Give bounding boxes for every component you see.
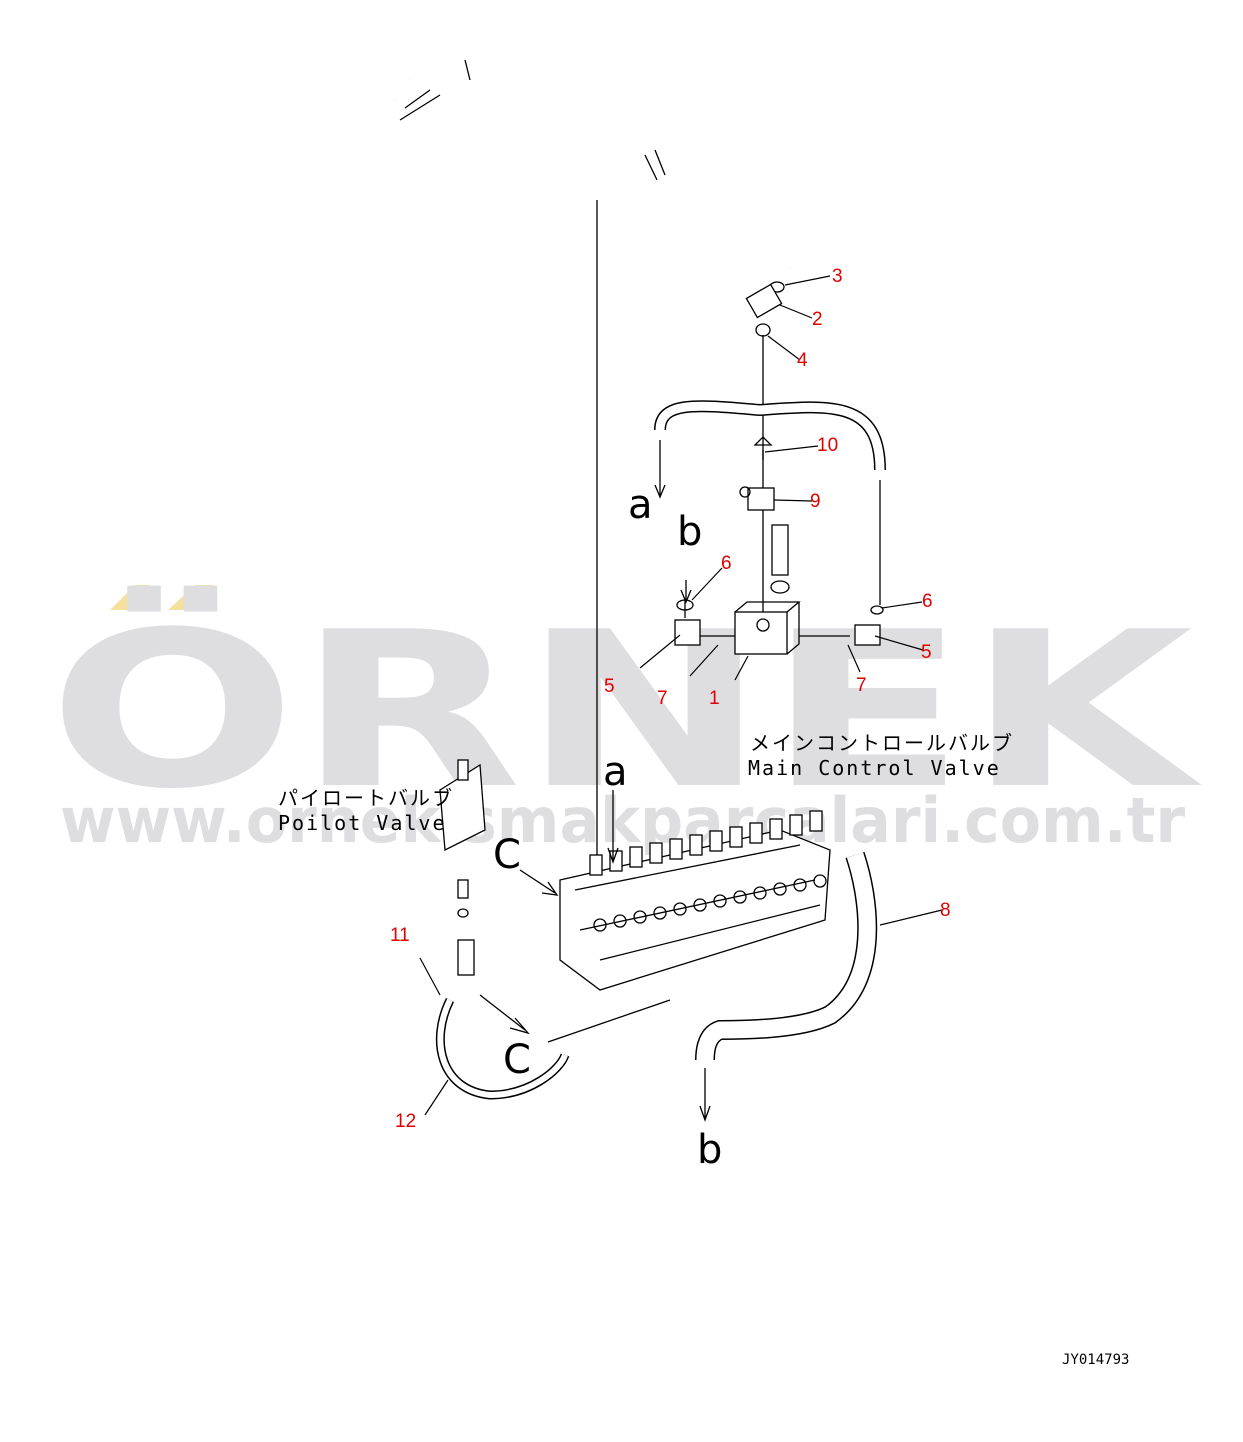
part-callout[interactable]: 2	[812, 309, 823, 330]
watermark: ÖRNEK www.ornekismakparcalari.com.tr	[48, 585, 1203, 857]
valve-port-fitting	[749, 822, 763, 844]
valve-port	[693, 898, 707, 912]
valve-port	[773, 882, 787, 896]
valve-port	[793, 878, 807, 892]
part-callout[interactable]: 8	[940, 900, 951, 921]
connection-letter-c: C	[493, 832, 521, 878]
leader-line	[847, 644, 861, 673]
main-valve-label-jp: メインコントロールバルブ	[750, 731, 1014, 755]
valve-port-fitting	[709, 830, 723, 852]
leader-line	[767, 335, 801, 361]
valve-port-fitting	[769, 818, 783, 840]
valve-port	[673, 902, 687, 916]
watermark-brand: ÖRNEK	[48, 585, 1203, 836]
part-callout[interactable]: 6	[922, 591, 933, 612]
valve-port-fitting	[629, 846, 643, 868]
main-valve-label-en: Main Control Valve	[748, 756, 1001, 780]
leader-line	[424, 1079, 449, 1116]
leader-line	[419, 957, 441, 996]
valve-port	[593, 918, 607, 932]
valve-port	[633, 910, 647, 924]
leader-line	[874, 635, 924, 651]
leader-line	[881, 601, 923, 609]
leader-line	[689, 644, 719, 677]
connection-letter-c: C	[503, 1037, 531, 1083]
connection-letter-b: b	[677, 509, 702, 555]
connection-letter-a: a	[628, 482, 653, 528]
valve-port	[713, 894, 727, 908]
leader-line	[773, 499, 813, 502]
valve-port-fitting	[729, 826, 743, 848]
valve-port-fitting	[669, 838, 683, 860]
part-callout[interactable]: 12	[395, 1111, 416, 1132]
block-1	[734, 611, 788, 655]
drawing-code: JY014793	[1062, 1352, 1129, 1368]
watermark-accent	[168, 585, 213, 610]
valve-port	[733, 890, 747, 904]
watermark-url: www.ornekismakparcalari.com.tr	[60, 784, 1185, 857]
part-callout[interactable]: 7	[657, 688, 668, 709]
part-callout[interactable]: 9	[810, 491, 821, 512]
pilot-valve-label-jp: パイロートバルブ	[278, 786, 454, 810]
leader-line	[784, 275, 831, 286]
valve-port-fitting	[809, 810, 823, 832]
leader-line	[779, 304, 813, 319]
leader-line	[639, 634, 681, 669]
leader-line	[879, 909, 943, 926]
leader-line	[734, 655, 749, 681]
connection-letter-b: b	[697, 1127, 722, 1173]
valve-port	[653, 906, 667, 920]
valve-port	[753, 886, 767, 900]
part-callout[interactable]: 3	[832, 266, 843, 287]
valve-port-fitting	[649, 842, 663, 864]
part-callout[interactable]: 5	[921, 642, 932, 663]
connection-letter-a: a	[603, 749, 628, 795]
part-callout[interactable]: 6	[721, 553, 732, 574]
elbow-fitting	[745, 281, 785, 337]
leader-line	[691, 567, 723, 601]
part-callout[interactable]: 10	[817, 435, 838, 456]
part-callout[interactable]: 7	[856, 675, 867, 696]
pilot-hose-harness	[390, 50, 806, 273]
leader-line	[764, 445, 819, 453]
main-control-valve	[559, 810, 831, 991]
valve-port-fitting	[789, 814, 803, 836]
part-callout[interactable]: 11	[390, 925, 410, 946]
valve-port-fitting	[689, 834, 703, 856]
valve-port	[813, 874, 827, 888]
part-callout[interactable]: 1	[709, 688, 720, 709]
watermark-accent	[110, 585, 150, 610]
pilot-valve	[439, 759, 486, 976]
valve-port	[613, 914, 627, 928]
valve-port-fitting	[589, 854, 603, 876]
pilot-valve-label-en: Poilot Valve	[278, 811, 447, 835]
part-callout[interactable]: 4	[797, 350, 808, 371]
part-callout[interactable]: 5	[604, 676, 615, 697]
